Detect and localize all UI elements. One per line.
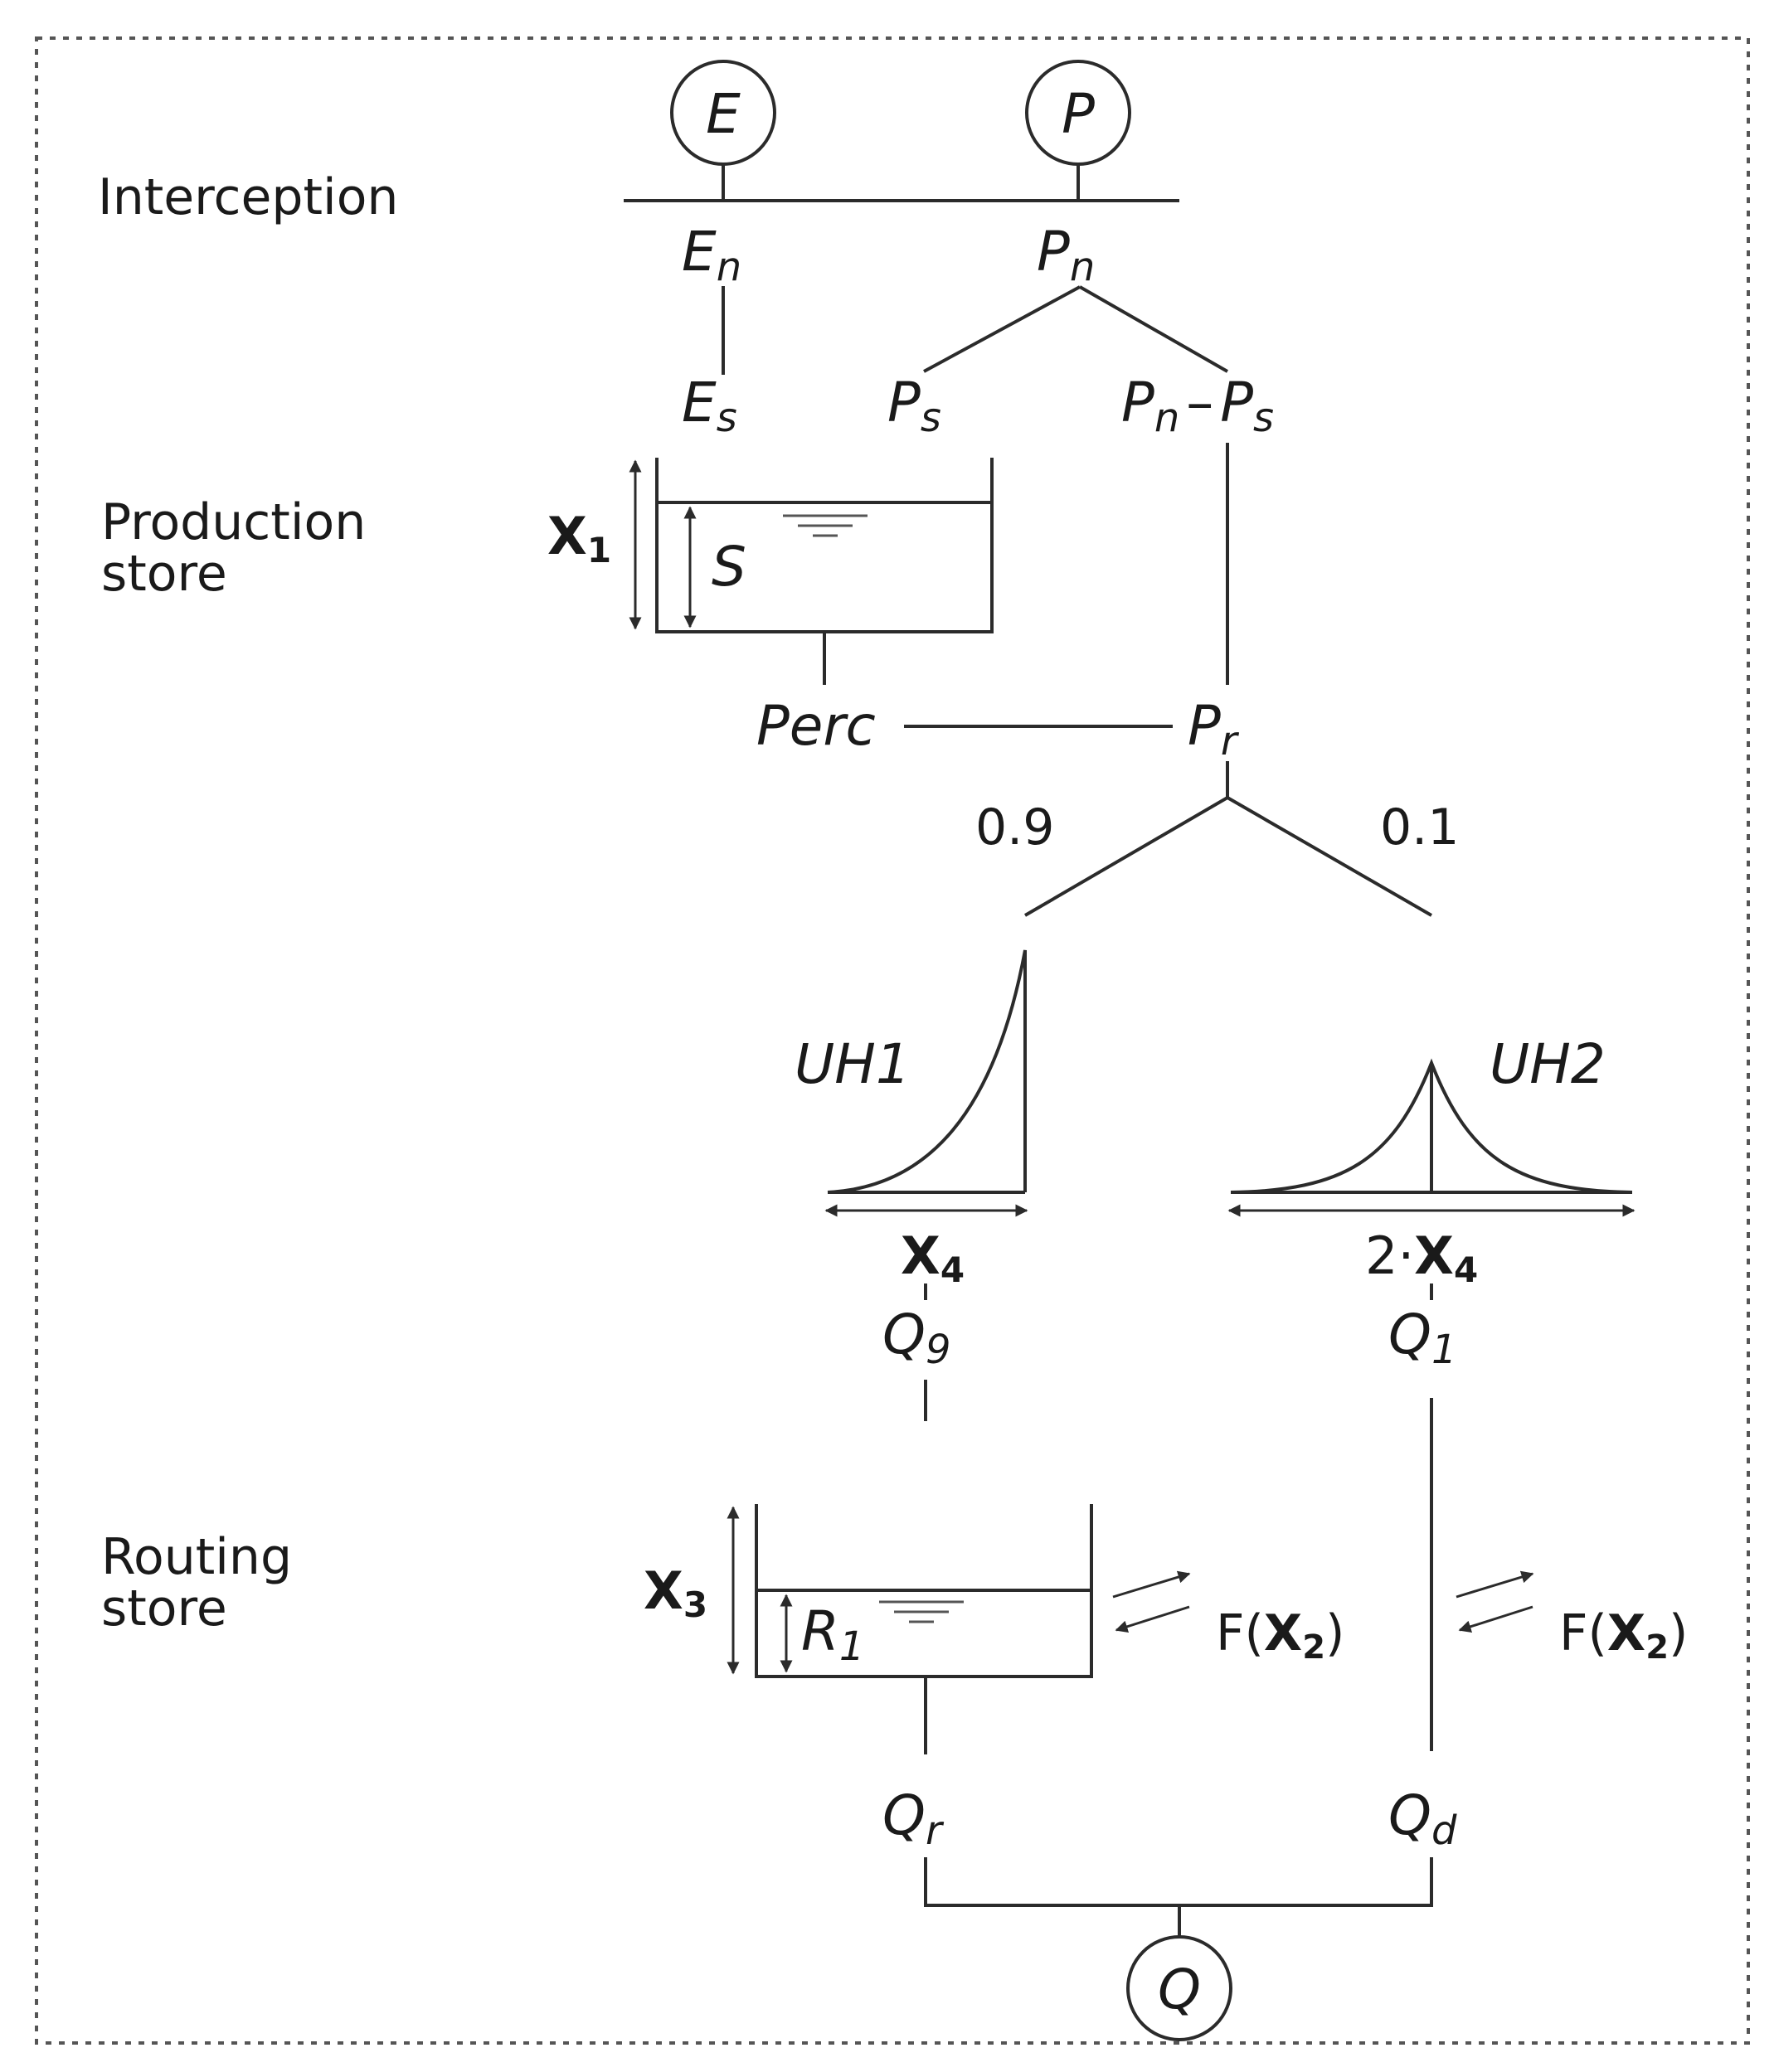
flux-qr: Qr	[882, 1783, 945, 1854]
flux-pr: Pr	[1188, 694, 1240, 764]
uh1-base-x4: X4	[901, 1225, 965, 1290]
uh2-label: UH2	[1490, 1032, 1606, 1096]
evaporation-symbol: E	[706, 82, 741, 146]
streamflow-circle	[1126, 1935, 1232, 2041]
split-left-line	[1023, 796, 1229, 917]
exchange-arrows-routing	[1112, 1570, 1191, 1633]
label-production-store: Production store	[101, 493, 382, 603]
flux-q9: Q9	[882, 1303, 951, 1373]
exchange-arrows-direct	[1456, 1570, 1534, 1633]
flux-pn-minus-ps: Pn–Ps	[1121, 371, 1274, 441]
param-x1: X1	[547, 506, 611, 570]
label-routing-store: Routing store	[101, 1528, 308, 1638]
flux-ps: Ps	[887, 371, 941, 441]
flux-pn: Pn	[1037, 220, 1095, 290]
streamflow-symbol: Q	[1158, 1958, 1201, 2021]
uh2-curve	[1227, 1058, 1635, 1217]
exchange-f-x2-direct: F(X2)	[1559, 1604, 1688, 1667]
production-level-s: S	[712, 535, 746, 599]
flux-en: En	[682, 220, 741, 290]
split-fraction-right: 0.1	[1380, 798, 1459, 856]
label-interception: Interception	[98, 168, 398, 226]
uh1-curve	[824, 949, 1028, 1217]
uh2-base-2x4: 2·X4	[1365, 1225, 1478, 1290]
production-store	[629, 458, 994, 633]
uh1-label: UH1	[795, 1032, 911, 1096]
flux-q1: Q1	[1388, 1303, 1457, 1373]
precipitation-symbol: P	[1062, 82, 1095, 146]
routing-level-r1: R1	[801, 1599, 864, 1670]
pn-split-left	[923, 285, 1081, 373]
flux-qd: Qd	[1388, 1783, 1457, 1854]
split-right-line	[1227, 796, 1432, 917]
exchange-f-x2-routing: F(X2)	[1216, 1604, 1344, 1667]
outflow-join	[924, 1857, 1433, 1907]
flux-es: Es	[682, 371, 737, 441]
param-x3: X3	[644, 1560, 707, 1625]
flux-perc: Perc	[756, 694, 876, 758]
split-fraction-left: 0.9	[975, 798, 1054, 856]
pn-split-right	[1079, 285, 1228, 373]
routing-store	[727, 1504, 1093, 1678]
